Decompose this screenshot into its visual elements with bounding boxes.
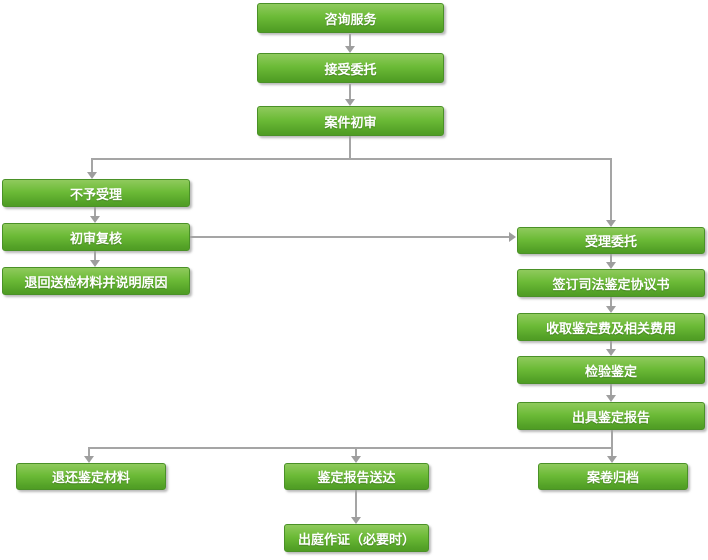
arrow-down-icon <box>90 216 100 223</box>
arrow-down-icon <box>607 456 617 463</box>
connector-line-recheck-to-commission <box>190 236 509 238</box>
connector-line-consult-to-accept <box>349 34 351 46</box>
connector-line-inspection-to-report <box>610 384 612 395</box>
arrow-down-icon <box>345 99 355 106</box>
flow-node-consult-service: 咨询服务 <box>257 3 444 33</box>
connector-line-preliminary-branch-stem <box>349 136 351 159</box>
connector-line-report-branch-stem <box>611 430 613 448</box>
flow-node-sign-appraisal-agreement: 签订司法鉴定协议书 <box>517 269 705 297</box>
connector-line-branch-to-not-accepted <box>91 158 93 172</box>
flow-node-accept-entrustment: 接受委托 <box>257 53 444 83</box>
connector-line-branch-to-archiving <box>611 447 613 456</box>
arrow-right-icon <box>509 232 516 242</box>
flow-node-case-preliminary-review: 案件初审 <box>257 106 444 136</box>
connector-line-branch-to-return-materials <box>88 447 90 456</box>
flow-node-court-testimony: 出庭作证（必要时） <box>284 524 429 552</box>
connector-line-notaccepted-to-recheck <box>94 207 96 216</box>
flow-node-not-accepted: 不予受理 <box>2 179 190 207</box>
flow-node-report-delivery: 鉴定报告送达 <box>284 463 429 490</box>
arrow-down-icon <box>606 262 616 269</box>
arrow-down-icon <box>606 349 616 356</box>
arrow-down-icon <box>345 46 355 53</box>
flow-node-collect-fees: 收取鉴定费及相关费用 <box>517 313 705 341</box>
flow-node-accept-commission: 受理委托 <box>517 227 705 254</box>
flow-node-return-materials-explain: 退回送检材料并说明原因 <box>2 267 190 295</box>
arrow-down-icon <box>606 395 616 402</box>
connector-line-branch-to-delivery <box>355 447 357 456</box>
flow-node-preliminary-recheck: 初审复核 <box>2 223 190 251</box>
connector-line-accept-to-preliminary <box>349 84 351 99</box>
arrow-down-icon <box>90 260 100 267</box>
connector-line-agreement-to-fees <box>610 297 612 306</box>
connector-line-branch-to-accept-commission <box>610 158 612 220</box>
flow-node-return-appraisal-materials: 退还鉴定材料 <box>16 463 166 490</box>
connector-line-preliminary-branch <box>91 158 611 160</box>
arrow-down-icon <box>351 517 361 524</box>
arrow-down-icon <box>87 172 97 179</box>
flow-node-issue-appraisal-report: 出具鉴定报告 <box>517 402 705 430</box>
connector-line-delivery-to-testimony <box>355 490 357 517</box>
arrow-down-icon <box>606 220 616 227</box>
flow-node-case-file-archiving: 案卷归档 <box>538 463 688 490</box>
connector-line-fees-to-inspection <box>610 341 612 349</box>
connector-line-commission-to-agreement <box>610 254 612 262</box>
arrow-down-icon <box>606 306 616 313</box>
flow-node-inspection-appraisal: 检验鉴定 <box>517 356 705 384</box>
arrow-down-icon <box>351 456 361 463</box>
arrow-down-icon <box>84 456 94 463</box>
connector-line-report-branch <box>88 447 613 449</box>
connector-line-recheck-to-return <box>94 251 96 260</box>
